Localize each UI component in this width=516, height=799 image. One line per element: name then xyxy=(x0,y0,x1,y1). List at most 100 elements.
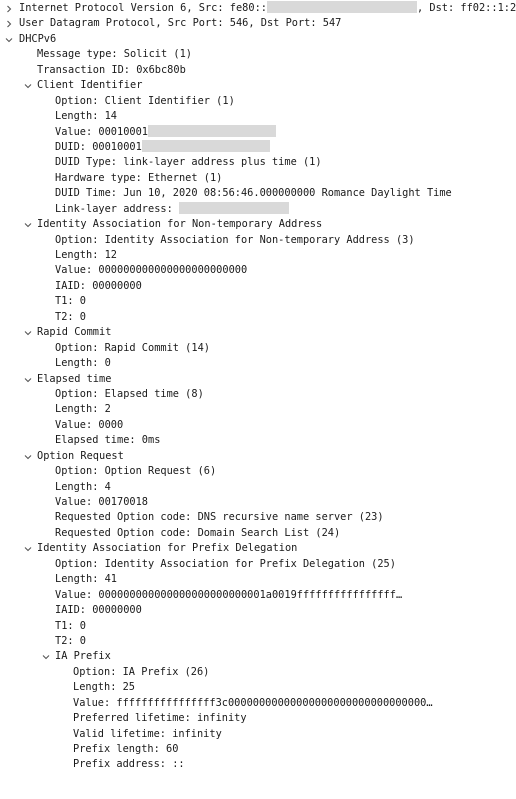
tree-node[interactable]: User Datagram Protocol, Src Port: 546, D… xyxy=(0,16,512,31)
chevron-down-icon[interactable] xyxy=(23,78,33,93)
tree-item-text: , Dst: ff02::1:2 xyxy=(416,2,516,14)
tree-item-label: Length: 2 xyxy=(55,402,111,417)
tree-item-label: Option: Elapsed time (8) xyxy=(55,387,204,402)
tree-item-text: Option: Rapid Commit (14) xyxy=(55,341,210,354)
tree-item-text: Client Identifier xyxy=(37,79,143,92)
tree-leaf[interactable]: Elapsed time: 0ms xyxy=(0,433,512,448)
tree-leaf[interactable]: Option: Elapsed time (8) xyxy=(0,387,512,402)
tree-node[interactable]: Internet Protocol Version 6, Src: fe80::… xyxy=(0,1,516,16)
tree-leaf[interactable]: Value: 0000 xyxy=(0,418,512,433)
tree-leaf[interactable]: Length: 0 xyxy=(0,356,512,371)
tree-node[interactable]: Client Identifier xyxy=(0,78,512,93)
tree-item-label: Value: 000000000000000000000000 xyxy=(55,263,247,278)
tree-item-label: Elapsed time: 0ms xyxy=(55,433,160,448)
tree-node[interactable]: Rapid Commit xyxy=(0,325,512,340)
tree-leaf[interactable]: Requested Option code: DNS recursive nam… xyxy=(0,510,512,525)
tree-leaf[interactable]: T1: 0 xyxy=(0,619,512,634)
tree-item-text: Length: 12 xyxy=(55,249,117,261)
tree-item-label: User Datagram Protocol, Src Port: 546, D… xyxy=(19,16,341,31)
tree-item-label: DHCPv6 xyxy=(19,32,56,47)
tree-leaf[interactable]: Option: Identity Association for Non-tem… xyxy=(0,233,512,248)
tree-item-label: Client Identifier xyxy=(37,78,142,93)
tree-leaf[interactable]: Length: 41 xyxy=(0,572,512,587)
tree-leaf[interactable]: T2: 0 xyxy=(0,310,512,325)
tree-leaf[interactable]: Valid lifetime: infinity xyxy=(0,727,512,742)
tree-leaf[interactable]: Length: 2 xyxy=(0,402,512,417)
tree-item-label: IAID: 00000000 xyxy=(55,603,142,618)
chevron-right-icon[interactable] xyxy=(4,1,14,16)
tree-item-text: User Datagram Protocol, Src Port: 546, D… xyxy=(19,17,342,30)
redacted-value xyxy=(179,201,289,214)
tree-item-label: Value: 0000 xyxy=(55,418,123,433)
tree-leaf[interactable]: Transaction ID: 0x6bc80b xyxy=(0,63,512,78)
chevron-down-icon[interactable] xyxy=(23,325,33,340)
tree-leaf[interactable]: Length: 25 xyxy=(0,680,512,695)
tree-item-text: Preferred lifetime: infinity xyxy=(73,712,247,725)
tree-leaf[interactable]: Value: 000000000000000000000000001a0019f… xyxy=(0,588,512,603)
tree-leaf[interactable]: Value: 00170018 xyxy=(0,495,512,510)
tree-item-text: Elapsed time: 0ms xyxy=(55,434,161,447)
tree-item-text: Option Request xyxy=(37,449,124,462)
tree-item-label: Valid lifetime: infinity xyxy=(73,727,222,742)
tree-node[interactable]: IA Prefix xyxy=(0,649,512,664)
tree-leaf[interactable]: Value: ffffffffffffffff3c000000000000000… xyxy=(0,696,512,711)
tree-item-label: Value: 00170018 xyxy=(55,495,148,510)
tree-leaf[interactable]: Prefix length: 60 xyxy=(0,742,512,757)
tree-leaf[interactable]: Length: 4 xyxy=(0,480,512,495)
tree-node[interactable]: Identity Association for Prefix Delegati… xyxy=(0,541,512,556)
tree-leaf[interactable]: T1: 0 xyxy=(0,294,512,309)
tree-leaf[interactable]: DUID: 00010001 xyxy=(0,139,512,155)
tree-item-text: IA Prefix xyxy=(55,650,111,663)
tree-node[interactable]: Identity Association for Non-temporary A… xyxy=(0,217,512,232)
tree-leaf[interactable]: Option: Client Identifier (1) xyxy=(0,94,512,109)
tree-leaf[interactable]: DUID Type: link-layer address plus time … xyxy=(0,155,512,170)
tree-item-text: T2: 0 xyxy=(55,310,86,323)
tree-node[interactable]: Option Request xyxy=(0,449,512,464)
tree-item-text: Value: 00010001 xyxy=(55,125,148,138)
tree-leaf[interactable]: Length: 12 xyxy=(0,248,512,263)
tree-item-label: T2: 0 xyxy=(55,310,86,325)
tree-leaf[interactable]: Option: Identity Association for Prefix … xyxy=(0,557,512,572)
tree-item-label: Prefix address: :: xyxy=(73,757,185,772)
chevron-down-icon[interactable] xyxy=(23,449,33,464)
tree-item-text: DUID Type: link-layer address plus time … xyxy=(55,156,322,169)
chevron-down-icon[interactable] xyxy=(23,217,33,232)
tree-leaf[interactable]: DUID Time: Jun 10, 2020 08:56:46.0000000… xyxy=(0,186,512,201)
tree-leaf[interactable]: Hardware type: Ethernet (1) xyxy=(0,171,512,186)
chevron-down-icon[interactable] xyxy=(23,541,33,556)
tree-item-text: Rapid Commit xyxy=(37,326,112,339)
tree-item-label: Hardware type: Ethernet (1) xyxy=(55,171,222,186)
tree-leaf[interactable]: IAID: 00000000 xyxy=(0,603,512,618)
tree-item-label: Requested Option code: DNS recursive nam… xyxy=(55,510,384,525)
tree-item-text: Option: Elapsed time (8) xyxy=(55,387,204,400)
tree-leaf[interactable]: Preferred lifetime: infinity xyxy=(0,711,512,726)
tree-item-label: Internet Protocol Version 6, Src: fe80::… xyxy=(19,1,516,16)
chevron-down-icon[interactable] xyxy=(23,372,33,387)
tree-item-text: Length: 0 xyxy=(55,357,111,370)
tree-leaf[interactable]: IAID: 00000000 xyxy=(0,279,512,294)
tree-node[interactable]: DHCPv6 xyxy=(0,32,512,47)
tree-item-text: Value: 0000 xyxy=(55,418,124,431)
tree-item-text: Elapsed time xyxy=(37,372,112,385)
chevron-down-icon[interactable] xyxy=(41,649,51,664)
tree-leaf[interactable]: Prefix address: :: xyxy=(0,757,512,772)
tree-item-label: Option: Identity Association for Non-tem… xyxy=(55,233,415,248)
tree-leaf[interactable]: Option: IA Prefix (26) xyxy=(0,665,512,680)
tree-item-text: Valid lifetime: infinity xyxy=(73,727,222,740)
tree-leaf[interactable]: Requested Option code: Domain Search Lis… xyxy=(0,526,512,541)
tree-leaf[interactable]: Message type: Solicit (1) xyxy=(0,47,512,62)
chevron-down-icon[interactable] xyxy=(4,32,14,47)
tree-leaf[interactable]: T2: 0 xyxy=(0,634,512,649)
tree-item-text: Value: 00170018 xyxy=(55,496,148,508)
tree-node[interactable]: Elapsed time xyxy=(0,372,512,387)
chevron-right-icon[interactable] xyxy=(4,16,14,31)
tree-item-label: Elapsed time xyxy=(37,372,111,387)
tree-leaf[interactable]: Option: Option Request (6) xyxy=(0,464,512,479)
tree-leaf[interactable]: Value: 000000000000000000000000 xyxy=(0,263,512,278)
tree-leaf[interactable]: Option: Rapid Commit (14) xyxy=(0,341,512,356)
tree-leaf[interactable]: Length: 14 xyxy=(0,109,512,124)
tree-leaf[interactable]: Value: 00010001 xyxy=(0,124,512,140)
tree-item-label: Option Request xyxy=(37,449,124,464)
tree-item-label: Option: Client Identifier (1) xyxy=(55,94,235,109)
tree-leaf[interactable]: Link-layer address: xyxy=(0,201,512,217)
